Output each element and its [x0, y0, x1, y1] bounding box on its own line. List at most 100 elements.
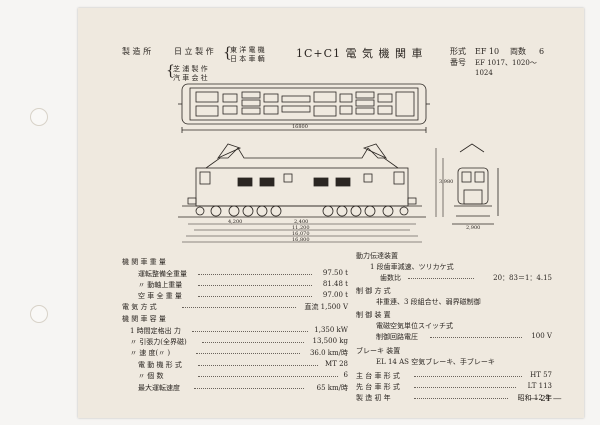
- spec-label: 最大運転速度: [138, 384, 180, 392]
- spec-value: 97.50 t: [322, 269, 348, 277]
- spec-label: 1 時間定格出 力: [130, 327, 181, 335]
- page-number: ― 21 ―: [530, 394, 562, 403]
- dim-w1: 2,900: [466, 225, 481, 231]
- spec-row: 非重連、3 段組合せ、弱界磁制御: [376, 297, 552, 306]
- spec-row: ブレーキ 装置: [356, 346, 552, 355]
- spec-row: 電 動 機 形 式 MT 28: [138, 360, 348, 369]
- spec-label: 制 御 方 式: [356, 287, 391, 295]
- maker-nippon-sharyo: 日 本 車 輌: [230, 55, 265, 63]
- spec-label: 主 台 車 形 式: [356, 372, 400, 380]
- spec-label: 非重連、3 段組合せ、弱界磁制御: [376, 298, 481, 306]
- right-spec-column: 動力伝達装置 1 段歯車減速、ツリカケ式 歯数比 20：83＝1：4.15 制 御…: [356, 251, 552, 402]
- spec-row: 1 段歯車減速、ツリカケ式: [370, 262, 552, 271]
- spec-row: 〃 速 度(〃 ) 36.0 km/時: [130, 348, 348, 357]
- punch-hole-top: [30, 108, 48, 126]
- spec-label: 1 段歯車減速、ツリカケ式: [370, 263, 454, 271]
- spec-value: 直流 1,500 V: [304, 303, 348, 311]
- spec-row: 制御回路電圧 100 V: [376, 332, 552, 341]
- dim-length-side: 16,800: [292, 237, 310, 243]
- spec-row: 〃 動軸上重量 81.48 t: [138, 280, 348, 289]
- spec-value: 1,350 kW: [314, 326, 348, 334]
- side-view: [178, 143, 426, 218]
- spec-row: 最大運転速度 65 km/時: [138, 383, 348, 392]
- spec-label: 歯数比: [380, 274, 401, 282]
- dim-d2: 2,400: [294, 219, 309, 225]
- spec-row: 動力伝達装置: [356, 251, 552, 260]
- count-label: 両数: [510, 47, 526, 56]
- plan-view: [178, 83, 430, 133]
- spec-label: 〃 動軸上重量: [138, 281, 183, 289]
- count-value: 6: [539, 47, 545, 56]
- spec-row: 先 台 車 形 式 LT 113: [356, 382, 552, 391]
- spec-row: 製 造 初 年 昭和 12 年: [356, 393, 552, 402]
- spec-row: 空 車 全 重 量 97.00 t: [138, 291, 348, 300]
- spec-row: EL 14 AS 空気ブレーキ、手ブレーキ: [376, 357, 552, 366]
- maker-toyo: 東 洋 電 機: [230, 46, 265, 54]
- number-value-2: 1024: [475, 69, 493, 77]
- maker-kisha: 汽 車 会 社: [173, 74, 208, 82]
- spec-value: 81.48 t: [322, 280, 348, 288]
- punch-hole-bottom: [30, 305, 48, 323]
- spec-value: MT 28: [325, 360, 348, 368]
- number-label: 番号: [450, 58, 466, 67]
- spec-label: 機 関 車 重 量: [122, 258, 166, 266]
- spec-label: 機 関 車 容 量: [122, 315, 166, 323]
- spec-label: 制 御 装 置: [356, 311, 391, 319]
- spec-label: 〃 個 数: [138, 372, 164, 380]
- spec-label: 先 台 車 形 式: [356, 383, 400, 391]
- spec-value: 20：83＝1：4.15: [493, 274, 552, 282]
- spec-label: EL 14 AS 空気ブレーキ、手ブレーキ: [376, 358, 495, 366]
- type-label: 形式: [450, 47, 466, 56]
- dim-length-top: 16800: [292, 124, 308, 130]
- spec-row: 〃 個 数 6: [138, 371, 348, 380]
- maker-shibaura: 芝 浦 製 作: [173, 65, 208, 73]
- brace-2: {: [166, 63, 175, 79]
- spec-value: 100 V: [531, 332, 552, 340]
- spec-row: 制 御 方 式: [356, 286, 552, 295]
- spec-row: 〃 引張力(全界磁) 13,500 kg: [130, 337, 348, 346]
- maker-label: 製 造 所: [122, 47, 152, 56]
- spec-row: 機 関 車 重 量: [122, 257, 348, 266]
- side-dimensions: [182, 148, 444, 243]
- spec-row: 電磁空気単位スイッチ式: [376, 321, 552, 330]
- spec-label: 電 動 機 形 式: [138, 361, 182, 369]
- number-value-1: EF 1017、1020～: [475, 59, 537, 67]
- spec-row: 1 時間定格出 力 1,350 kW: [130, 326, 348, 335]
- spec-value: 97.00 t: [322, 291, 348, 299]
- spec-label: 空 車 全 重 量: [138, 292, 182, 300]
- spec-label: 動力伝達装置: [356, 252, 398, 260]
- spec-value: 6: [343, 371, 348, 379]
- spec-value: 昭和 12 年: [517, 394, 552, 402]
- spec-row: 運転整備全重量 97.50 t: [138, 269, 348, 278]
- page-title: 1C+C1 電 気 機 関 車: [296, 47, 424, 60]
- locomotive-drawing: [178, 83, 499, 243]
- maker-hitachi: 日 立 製 作: [174, 47, 214, 56]
- spec-row: 主 台 車 形 式 HT 57: [356, 371, 552, 380]
- spec-label: 製 造 初 年: [356, 394, 391, 402]
- spec-sheet: 製 造 所 日 立 製 作 { 東 洋 電 機 日 本 車 輌 { 芝 浦 製 …: [78, 8, 584, 418]
- type-value: EF 10: [475, 47, 500, 56]
- brace-1: {: [223, 45, 232, 61]
- spec-value: LT 113: [527, 382, 552, 390]
- dim-d4: 16,070: [292, 231, 310, 237]
- spec-value: 36.0 km/時: [309, 349, 348, 357]
- spec-label: 運転整備全重量: [138, 270, 187, 278]
- dim-d1: 4,200: [228, 219, 243, 225]
- spec-row: 機 関 車 容 量: [122, 314, 348, 323]
- spec-value: HT 57: [530, 371, 552, 379]
- spec-value: 65 km/時: [316, 384, 348, 392]
- end-view: [452, 143, 499, 225]
- spec-label: 電 気 方 式: [122, 303, 157, 311]
- spec-label: ブレーキ 装置: [356, 347, 401, 355]
- spec-row: 電 気 方 式 直流 1,500 V: [122, 302, 348, 311]
- dim-d3: 11,200: [292, 225, 310, 231]
- spec-label: 制御回路電圧: [376, 333, 418, 341]
- spec-value: 13,500 kg: [312, 337, 348, 345]
- dim-h1: 3,980: [439, 179, 454, 185]
- spec-label: 〃 速 度(〃 ): [130, 349, 171, 357]
- spec-label: 電磁空気単位スイッチ式: [376, 322, 453, 330]
- spec-row: 歯数比 20：83＝1：4.15: [380, 273, 552, 282]
- spec-label: 〃 引張力(全界磁): [130, 338, 187, 346]
- spec-row: 制 御 装 置: [356, 310, 552, 319]
